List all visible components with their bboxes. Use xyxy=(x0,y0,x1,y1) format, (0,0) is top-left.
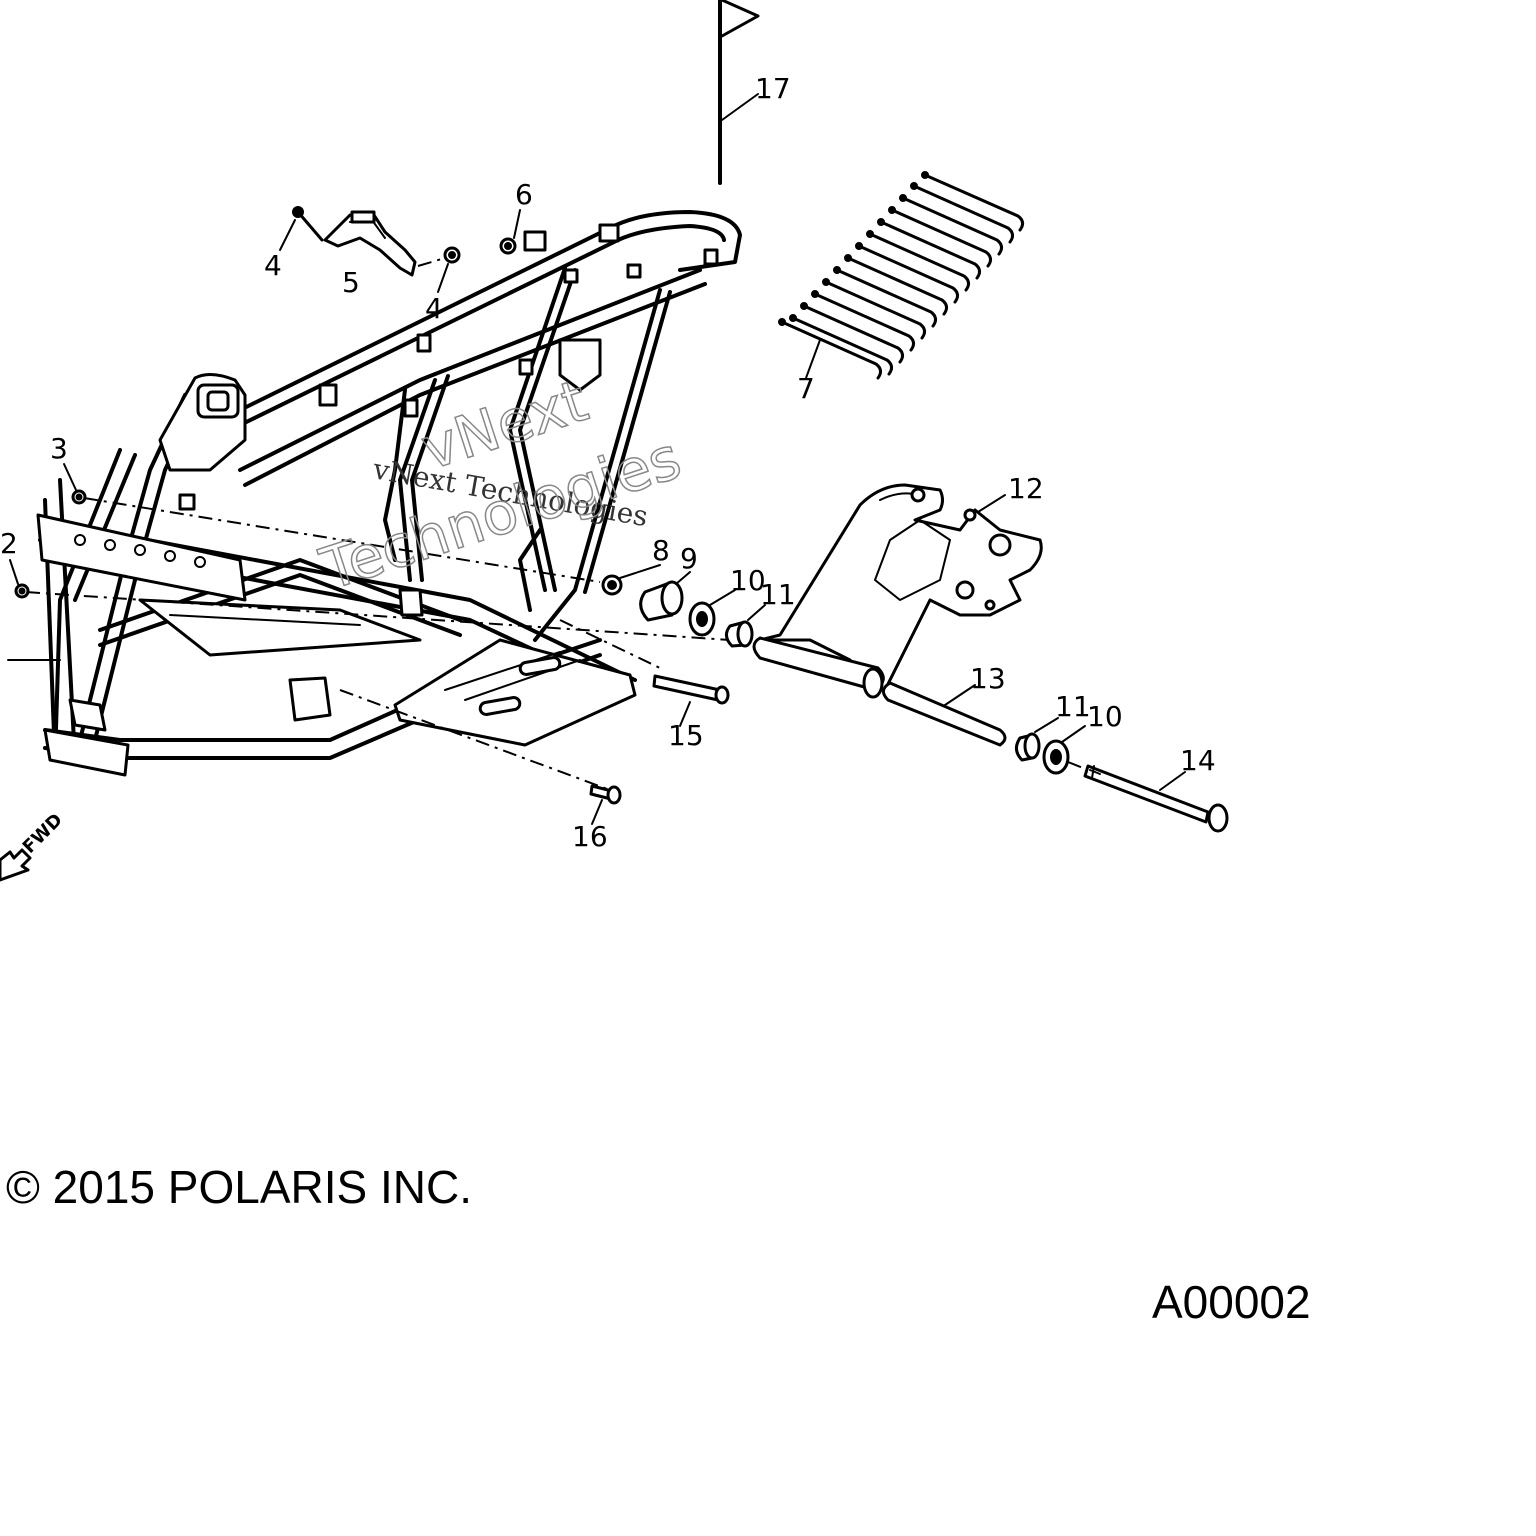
callout-labels: 17 6 4 5 4 7 3 2 12 8 9 10 11 13 11 10 1… xyxy=(0,72,1216,853)
callout-14: 14 xyxy=(1180,744,1216,777)
callout-12: 12 xyxy=(1008,472,1044,505)
callout-2: 2 xyxy=(0,527,18,560)
part-10-washer-left xyxy=(688,589,736,637)
part-7-cable-ties xyxy=(778,171,1025,380)
part-10-washer-right xyxy=(1042,725,1086,775)
callout-15: 15 xyxy=(668,719,704,752)
main-frame xyxy=(36,210,742,777)
watermark: vNext Technologies vNext Technologies xyxy=(312,366,690,605)
part-8-nut xyxy=(601,564,661,596)
part-3-nut xyxy=(63,463,87,505)
copyright-notice: © 2015 POLARIS INC. xyxy=(6,1161,472,1213)
callout-4-left: 4 xyxy=(264,249,282,282)
figure-id: A00002 xyxy=(1152,1276,1311,1328)
part-14-pivot-bolt xyxy=(1067,761,1229,833)
callout-10-right: 10 xyxy=(1087,700,1123,733)
part-17-flag-pole xyxy=(718,0,760,185)
fwd-arrow-icon: FWD xyxy=(0,810,67,882)
callout-8: 8 xyxy=(652,534,670,567)
callout-17: 17 xyxy=(755,72,791,105)
callout-11-right: 11 xyxy=(1055,690,1091,723)
callout-11-left: 11 xyxy=(760,578,796,611)
part-16-bolt xyxy=(589,784,622,825)
callout-16: 16 xyxy=(572,820,608,853)
assembly-lines xyxy=(25,497,731,791)
callout-7: 7 xyxy=(797,372,815,405)
part-11-spacer-left xyxy=(725,604,766,648)
part-2-nut xyxy=(9,559,30,599)
callout-13: 13 xyxy=(970,662,1006,695)
part-11-spacer-right xyxy=(1015,717,1059,762)
part-4-nut-right xyxy=(417,246,461,293)
part-6-nut xyxy=(499,209,521,255)
part-4-bolt-left xyxy=(279,206,324,251)
fwd-label: FWD xyxy=(19,810,67,858)
callout-6: 6 xyxy=(515,178,533,211)
part-9-bushing xyxy=(639,571,691,622)
callout-5: 5 xyxy=(342,266,360,299)
callout-9: 9 xyxy=(680,542,698,575)
part-15-bolt xyxy=(652,674,730,727)
part-5-bracket xyxy=(323,210,417,277)
callout-3: 3 xyxy=(50,432,68,465)
callout-4-right: 4 xyxy=(425,292,443,325)
part-12-swingarm xyxy=(752,483,1043,699)
callout-10-left: 10 xyxy=(730,564,766,597)
part-13-pivot-tube xyxy=(882,681,1007,747)
